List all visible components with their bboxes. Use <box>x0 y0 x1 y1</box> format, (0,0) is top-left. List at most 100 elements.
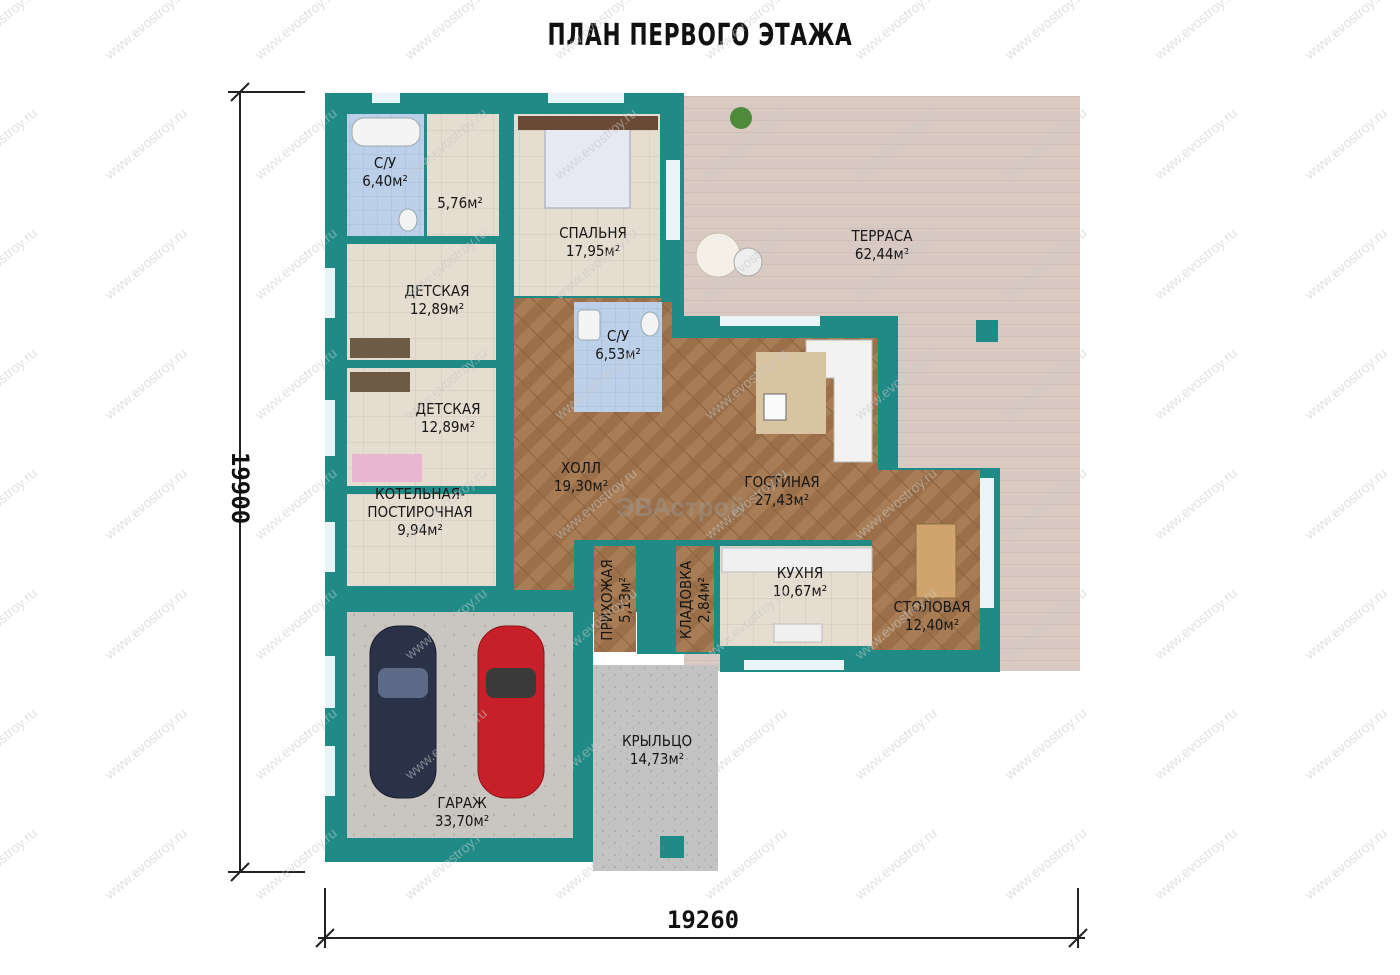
watermark-text: www.evostroy.ru <box>251 0 340 63</box>
watermark-text: www.evostroy.ru <box>701 0 790 63</box>
bed <box>544 117 631 209</box>
watermark-text: www.evostroy.ru <box>0 105 40 183</box>
room-area: 33,70м² <box>435 812 489 830</box>
watermark-text: www.evostroy.ru <box>101 105 190 183</box>
kitchen-counter <box>721 547 873 573</box>
dining-table <box>915 523 957 599</box>
room-name: ГОСТИНАЯ <box>744 473 819 491</box>
watermark-text: www.evostroy.ru <box>0 705 40 783</box>
room-area: 9,94м² <box>397 521 443 539</box>
room-label: С/У6,53м² <box>595 327 641 363</box>
room-area: 62,44м² <box>855 245 909 263</box>
room-area: 5,76м² <box>437 194 483 212</box>
watermark-text: www.evostroy.ru <box>401 0 490 63</box>
sink <box>577 309 601 341</box>
room-name: С/У <box>607 327 629 345</box>
watermark-text: www.evostroy.ru <box>101 705 190 783</box>
desk <box>350 338 410 358</box>
car-red-windshield <box>486 668 536 698</box>
watermark-text: www.evostroy.ru <box>101 825 190 903</box>
car-red <box>477 625 545 799</box>
entry-floor <box>594 546 636 652</box>
watermark-text: www.evostroy.ru <box>101 465 190 543</box>
room-area: 14,73м² <box>630 750 684 768</box>
watermark-text: www.evostroy.ru <box>1151 0 1240 63</box>
watermark-text: www.evostroy.ru <box>101 225 190 303</box>
room-area: 6,53м² <box>595 345 641 363</box>
room-area: 12,89м² <box>421 418 475 436</box>
watermark-text: www.evostroy.ru <box>0 585 40 663</box>
watermark-text: www.evostroy.ru <box>101 345 190 423</box>
watermark-text: www.evostroy.ru <box>1301 225 1390 303</box>
watermark-text: www.evostroy.ru <box>1151 465 1240 543</box>
plant <box>730 107 752 129</box>
room-name: СПАЛЬНЯ <box>559 224 627 242</box>
room-name: ГАРАЖ <box>437 794 487 812</box>
terrace-table <box>733 247 763 277</box>
boiler-floor <box>347 494 496 586</box>
kitchen-island <box>773 623 823 643</box>
dimension-height-label: 19900 <box>226 452 254 524</box>
watermark-text: www.evostroy.ru <box>101 585 190 663</box>
room-area: 10,67м² <box>773 582 827 600</box>
watermark-text: www.evostroy.ru <box>0 0 40 63</box>
room-area: 2,84м² <box>695 577 713 623</box>
watermark-text: www.evostroy.ru <box>251 825 340 903</box>
watermark-text: www.evostroy.ru <box>0 465 40 543</box>
plan-title: ПЛАН ПЕРВОГО ЭТАЖА <box>547 18 853 53</box>
watermark-text: www.evostroy.ru <box>551 0 640 63</box>
bathtub <box>351 117 421 147</box>
storage-floor <box>676 546 714 652</box>
watermark-text: www.evostroy.ru <box>1301 0 1390 63</box>
watermark-text: www.evostroy.ru <box>1001 825 1090 903</box>
watermark-text: www.evostroy.ru <box>101 0 190 63</box>
watermark-text: www.evostroy.ru <box>1001 0 1090 63</box>
room-name: КЛАДОВКА <box>677 560 695 639</box>
desk <box>350 372 410 392</box>
watermark-text: www.evostroy.ru <box>1151 225 1240 303</box>
windows <box>325 93 994 796</box>
room-name: ХОЛЛ <box>561 459 601 477</box>
watermark-text: www.evostroy.ru <box>1301 105 1390 183</box>
room-name: ПРИХОЖАЯ <box>598 559 616 640</box>
room-area: 12,89м² <box>410 300 464 318</box>
terrace-post <box>976 320 998 342</box>
watermark-text: www.evostroy.ru <box>1301 345 1390 423</box>
toilet <box>640 311 660 337</box>
room-area: 5,13м² <box>616 577 634 623</box>
room-name: СТОЛОВАЯ <box>894 598 971 616</box>
watermark-logo: ЭВАстрой <box>616 492 745 522</box>
watermark-text: www.evostroy.ru <box>1301 465 1390 543</box>
room-area: 27,43м² <box>755 491 809 509</box>
room-name: ПОСТИРОЧНАЯ <box>367 503 472 521</box>
room-name: ТЕРРАСА <box>851 227 914 245</box>
watermark-text: www.evostroy.ru <box>1151 705 1240 783</box>
watermark-text: www.evostroy.ru <box>1151 825 1240 903</box>
room-label: 5,76м² <box>437 194 483 212</box>
watermark-text: www.evostroy.ru <box>1301 825 1390 903</box>
watermark-text: www.evostroy.ru <box>0 825 40 903</box>
toilet <box>398 208 418 232</box>
room-name: С/У <box>374 154 396 172</box>
porch-post <box>660 836 684 858</box>
watermark-text: www.evostroy.ru <box>1301 585 1390 663</box>
watermark-text: www.evostroy.ru <box>851 825 940 903</box>
watermark-text: www.evostroy.ru <box>1301 705 1390 783</box>
room-name: КУХНЯ <box>777 564 824 582</box>
watermark-text: www.evostroy.ru <box>0 225 40 303</box>
dimension-height <box>228 82 305 882</box>
room-label: С/У6,40м² <box>362 154 408 190</box>
room-area: 19,30м² <box>554 477 608 495</box>
room-name: ДЕТСКАЯ <box>416 400 481 418</box>
